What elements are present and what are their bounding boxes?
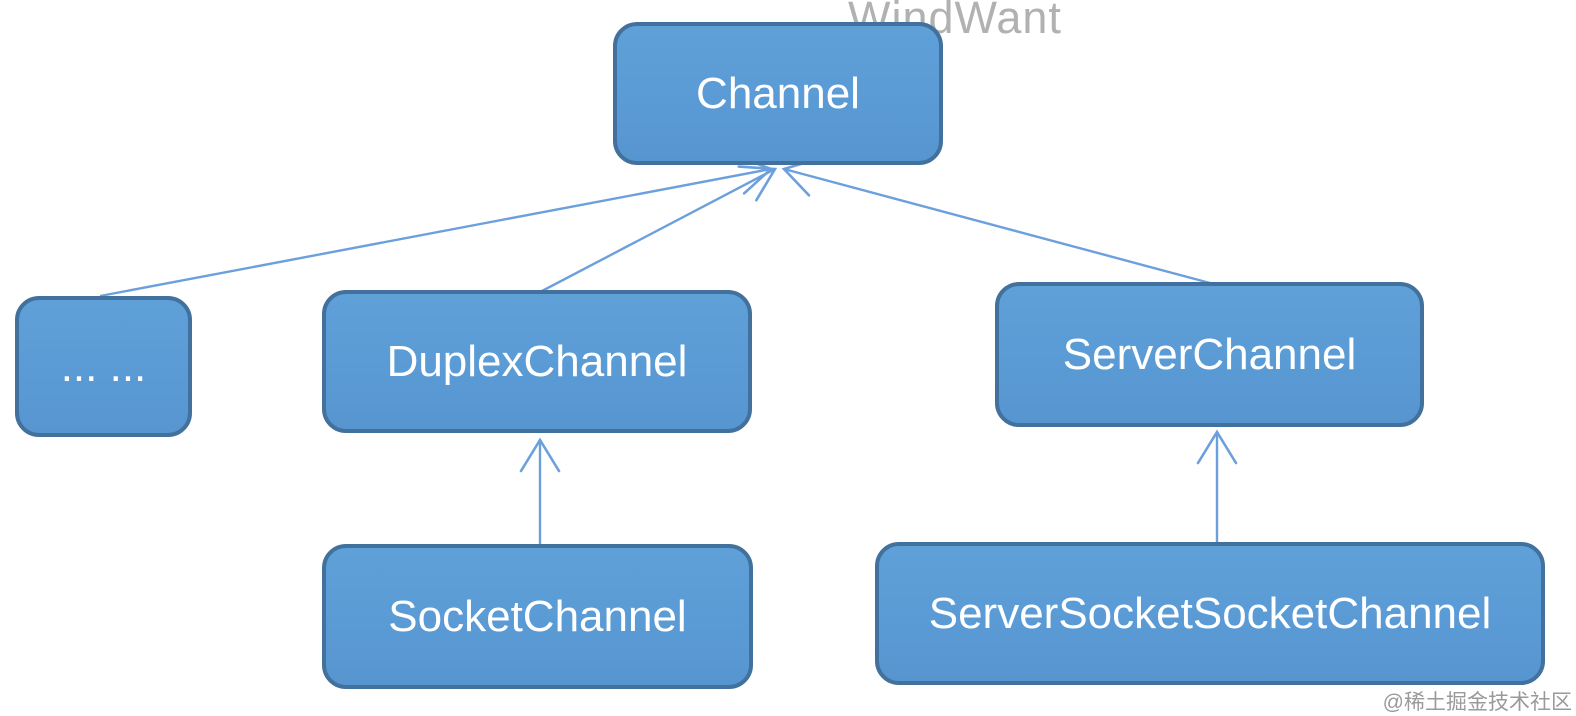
node-server-socket-socket-channel: ServerSocketSocketChannel <box>875 542 1545 685</box>
edge-duplexchannel-to-channel <box>541 165 778 293</box>
community-watermark: @稀土掘金技术社区 <box>1382 691 1572 714</box>
node-socket-channel: SocketChannel <box>322 544 753 689</box>
node-channel: Channel <box>613 22 943 165</box>
node-server-socket-socket-channel-label: ServerSocketSocketChannel <box>928 588 1492 638</box>
node-others: ... ... <box>15 296 192 437</box>
node-channel-label: Channel <box>696 68 860 118</box>
node-duplex-channel: DuplexChannel <box>322 290 752 433</box>
node-socket-channel-label: SocketChannel <box>388 591 687 641</box>
node-duplex-channel-label: DuplexChannel <box>386 336 688 386</box>
edge-others-to-channel <box>99 154 774 298</box>
node-others-label: ... ... <box>60 341 147 391</box>
node-server-channel-label: ServerChannel <box>1062 329 1357 379</box>
node-server-channel: ServerChannel <box>995 282 1424 427</box>
edge-serverchannel-to-channel <box>781 157 1211 285</box>
